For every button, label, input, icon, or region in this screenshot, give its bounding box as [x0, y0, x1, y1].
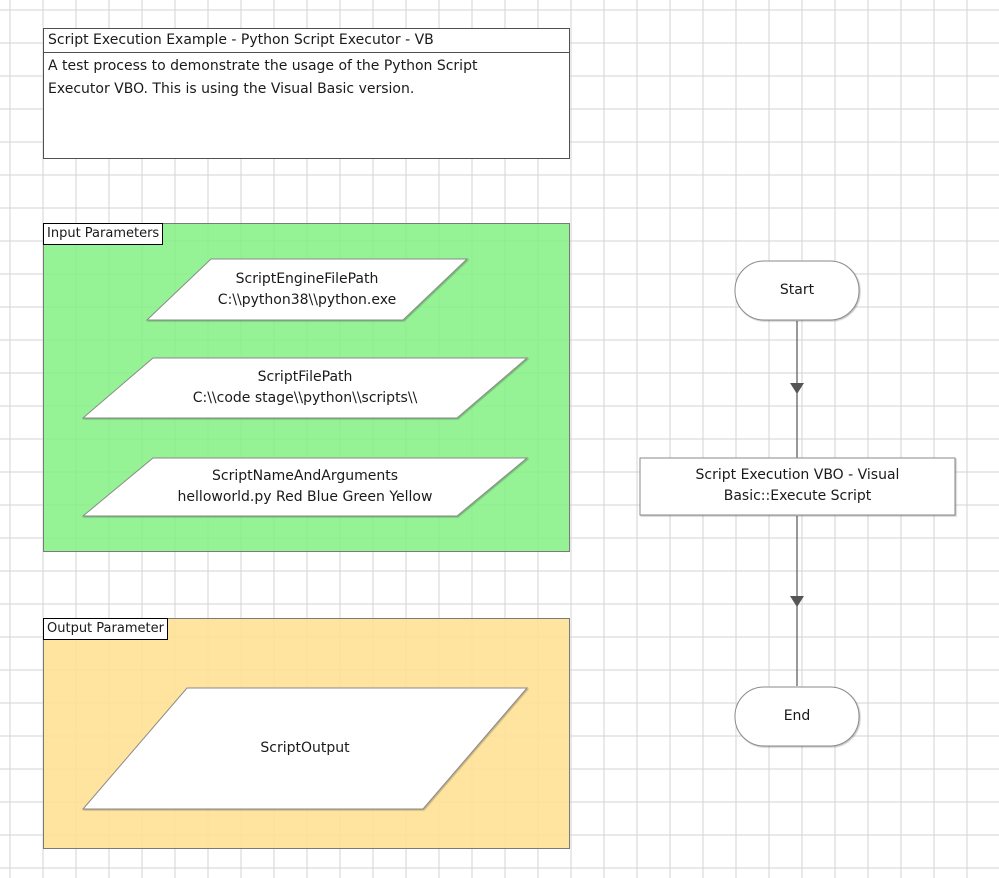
param-name: ScriptFilePath [257, 369, 353, 385]
process-info-note[interactable]: Script Execution Example - Python Script… [43, 28, 570, 159]
param-name: ScriptEngineFilePath [235, 271, 379, 287]
param-text-script-output: ScriptOutput [83, 738, 527, 759]
param-value: helloworld.py Red Blue Green Yellow [177, 489, 433, 505]
param-text-script-name-and-arguments: ScriptNameAndArguments helloworld.py Red… [83, 466, 527, 508]
output-parameter-block[interactable]: Output Parameter [43, 618, 570, 849]
output-parameter-label: Output Parameter [43, 618, 168, 640]
param-name: ScriptNameAndArguments [212, 468, 398, 484]
process-info-title: Script Execution Example - Python Script… [44, 29, 569, 53]
start-stage-label: Start [779, 282, 815, 298]
input-parameters-label: Input Parameters [43, 223, 164, 245]
action-label-line-1: Script Execution VBO - Visual [695, 467, 900, 483]
param-value: C:\\code stage\\python\\scripts\\ [192, 390, 418, 406]
param-text-script-file-path: ScriptFilePath C:\\code stage\\python\\s… [83, 367, 527, 409]
action-stage-label: Script Execution VBO - Visual Basic::Exe… [640, 465, 955, 507]
action-label-line-2: Basic::Execute Script [723, 488, 872, 504]
process-info-description: A test process to demonstrate the usage … [48, 58, 478, 97]
param-value: C:\\python38\\python.exe [217, 292, 397, 308]
param-name: ScriptOutput [260, 740, 350, 756]
param-text-script-engine-file-path: ScriptEngineFilePath C:\\python38\\pytho… [147, 269, 467, 311]
end-stage-label: End [783, 708, 811, 724]
